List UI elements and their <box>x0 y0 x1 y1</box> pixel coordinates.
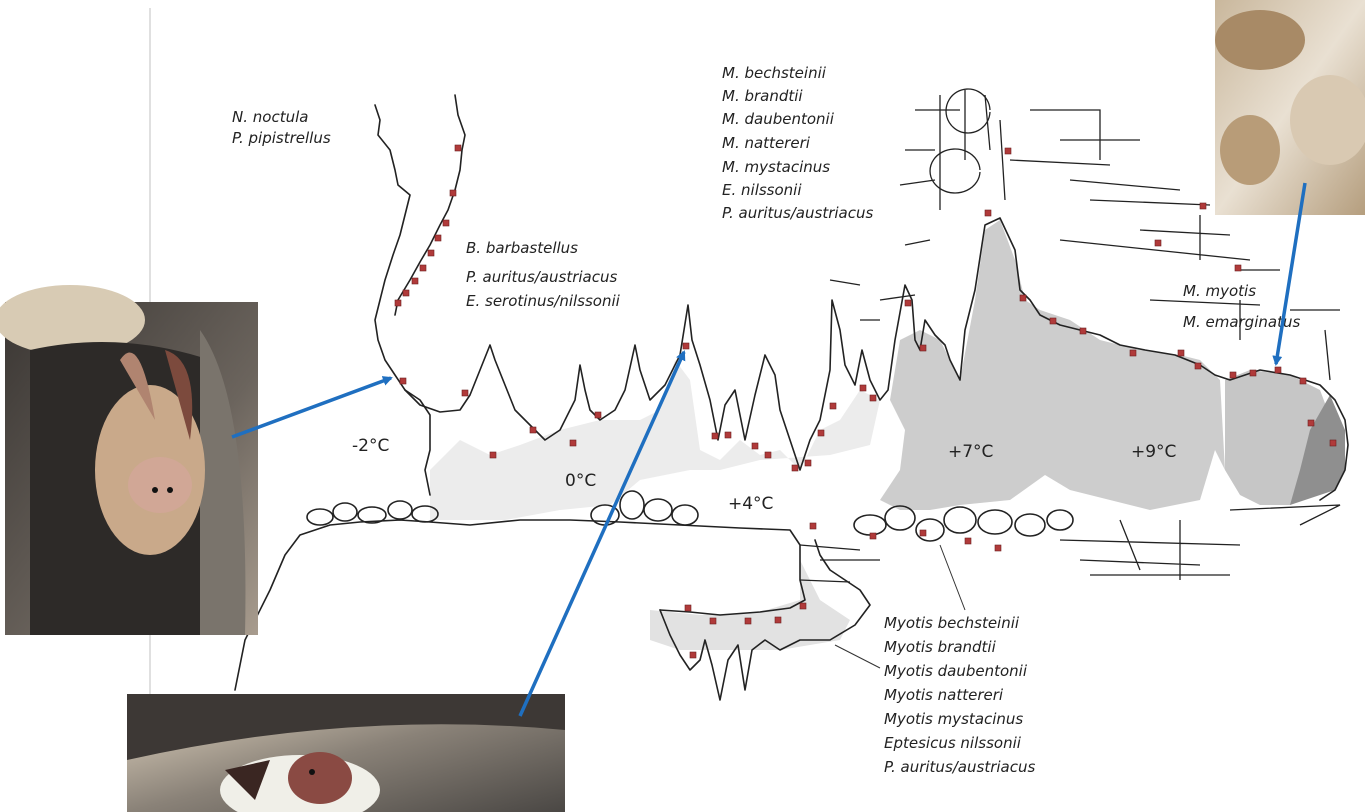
species-label: M. daubentonii <box>722 110 835 128</box>
arrow-to-crevice <box>520 352 684 716</box>
species-label: M. nattereri <box>722 134 811 152</box>
species-label: P. auritus/austriacus <box>722 204 873 222</box>
bottom-label-leader <box>835 645 880 668</box>
label-group-top-center: M. bechsteinii M. brandtii M. daubentoni… <box>722 64 873 222</box>
photo-long-eared-bat <box>0 285 258 635</box>
species-label: Myotis mystacinus <box>884 710 1023 728</box>
species-label: E. nilssonii <box>722 181 802 199</box>
label-group-mid-left: B. barbastellus P. auritus/austriacus E.… <box>466 239 621 310</box>
species-label: M. brandtii <box>722 87 803 105</box>
species-label: Myotis daubentonii <box>884 662 1028 680</box>
temp-label-plus-7: +7°C <box>948 442 993 462</box>
species-label: N. noctula <box>232 108 308 126</box>
species-label: Eptesicus nilssonii <box>884 734 1022 752</box>
species-label: M. mystacinus <box>722 158 830 176</box>
temp-label-plus-9: +9°C <box>1131 442 1176 462</box>
species-label: Myotis nattereri <box>884 686 1004 704</box>
species-label: M. bechsteinii <box>722 64 827 82</box>
temp-label-plus-4: +4°C <box>728 494 773 514</box>
label-group-bottom: Myotis bechsteinii Myotis brandtii Myoti… <box>884 614 1035 776</box>
species-label: Myotis brandtii <box>884 638 997 656</box>
label-group-top-left: N. noctula P. pipistrellus <box>232 108 331 147</box>
photo-greater-mouse-eared-bat <box>1215 0 1365 215</box>
species-label: Myotis bechsteinii <box>884 614 1020 632</box>
species-label: P. auritus/austriacus <box>466 268 617 286</box>
bottom-label-leader <box>940 545 965 610</box>
temp-label-0: 0°C <box>565 471 596 491</box>
zone-lower <box>650 560 850 650</box>
species-label: E. serotinus/nilssonii <box>466 292 621 310</box>
species-label: B. barbastellus <box>466 239 578 257</box>
temp-label-minus-2: -2°C <box>352 436 389 456</box>
zone-warm-7 <box>880 220 1225 510</box>
species-label: M. myotis <box>1183 282 1256 300</box>
photo-barbastelle-bat <box>127 694 565 812</box>
species-label: P. pipistrellus <box>232 129 331 147</box>
zone-cold <box>430 360 880 520</box>
species-label: P. auritus/austriacus <box>884 758 1035 776</box>
